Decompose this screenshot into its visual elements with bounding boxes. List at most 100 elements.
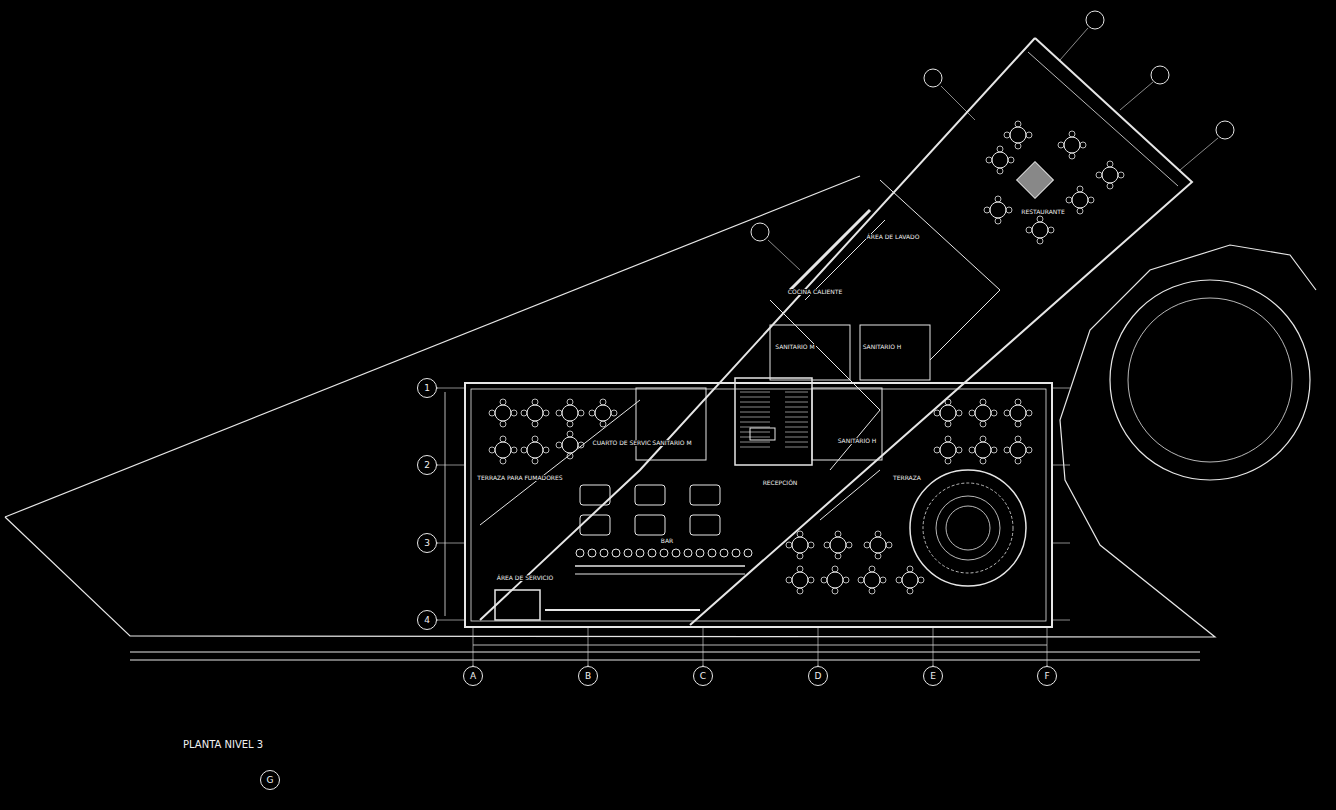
grid-label: A bbox=[470, 672, 476, 681]
bar-stool bbox=[624, 549, 632, 557]
grid-line bbox=[1052, 465, 1070, 466]
stair-tread bbox=[785, 397, 808, 398]
room-label: SANITARIO M bbox=[774, 344, 815, 351]
stair-tread bbox=[785, 427, 808, 428]
table bbox=[896, 566, 924, 594]
kitchen-counter bbox=[790, 210, 870, 290]
grid-bubble: 2 bbox=[417, 455, 437, 475]
room-label: COCINA CALIENTE bbox=[787, 289, 844, 296]
room-label: BAR bbox=[660, 538, 674, 545]
stair-tread bbox=[785, 407, 808, 408]
round-lounge bbox=[910, 470, 1026, 586]
bar-stool bbox=[744, 549, 752, 557]
grid-line bbox=[1047, 627, 1048, 666]
table bbox=[556, 431, 584, 459]
grid-line bbox=[768, 240, 800, 270]
roundabout bbox=[1128, 298, 1292, 462]
grid-label: C bbox=[700, 672, 706, 681]
grid-label: B bbox=[585, 672, 591, 681]
lounge-seat bbox=[580, 515, 610, 535]
bar-stool bbox=[612, 549, 620, 557]
bar-stool bbox=[576, 549, 584, 557]
stair-tread bbox=[740, 407, 770, 408]
table bbox=[1004, 399, 1032, 427]
table bbox=[1066, 186, 1094, 214]
room-label: TERRAZA PARA FUMADORES bbox=[476, 475, 563, 482]
grid-label: 2 bbox=[424, 461, 430, 470]
room-label: RESTAURANTE bbox=[1020, 209, 1065, 216]
grid-line bbox=[473, 627, 474, 666]
stair-tread bbox=[740, 442, 770, 443]
stair-tread bbox=[740, 432, 770, 433]
grid-line bbox=[1120, 82, 1153, 110]
lounge-seat bbox=[635, 515, 665, 535]
grid-label: E bbox=[930, 672, 936, 681]
grid-line bbox=[941, 86, 975, 120]
stair-tread bbox=[740, 392, 770, 393]
bar-stool bbox=[600, 549, 608, 557]
grid-bubble: D bbox=[808, 666, 828, 686]
bar-stool bbox=[732, 549, 740, 557]
room-label: RECEPCIÓN bbox=[762, 480, 799, 487]
building-wall bbox=[471, 389, 1046, 621]
table bbox=[786, 566, 814, 594]
round-lounge bbox=[936, 496, 1000, 560]
room-label: SANITARIO H bbox=[862, 344, 903, 351]
partition-wall bbox=[820, 470, 880, 520]
stair-tread bbox=[785, 437, 808, 438]
partition-wall bbox=[880, 180, 1000, 360]
table bbox=[786, 531, 814, 559]
stair-tread bbox=[740, 417, 770, 418]
grid-label: D bbox=[815, 672, 822, 681]
stair-tread bbox=[740, 402, 770, 403]
table bbox=[821, 566, 849, 594]
wing-wall bbox=[1028, 52, 1178, 186]
grid-bubble: C bbox=[693, 666, 713, 686]
grid-bubble bbox=[751, 223, 769, 241]
table bbox=[556, 399, 584, 427]
grid-bubble: G bbox=[260, 770, 280, 790]
table bbox=[969, 436, 997, 464]
stair-tread bbox=[785, 402, 808, 403]
round-lounge bbox=[923, 483, 1013, 573]
grid-line bbox=[437, 465, 438, 466]
table bbox=[934, 436, 962, 464]
grid-line bbox=[437, 543, 438, 544]
grid-bubble bbox=[1086, 11, 1104, 29]
grid-line bbox=[437, 388, 465, 389]
grid-line bbox=[437, 388, 438, 389]
dimension-line bbox=[445, 392, 446, 616]
bar-stool bbox=[660, 549, 668, 557]
grid-bubble: F bbox=[1037, 666, 1057, 686]
grid-label: F bbox=[1044, 672, 1049, 681]
grid-line bbox=[703, 627, 704, 666]
lounge-seat bbox=[580, 485, 610, 505]
stair-tread bbox=[740, 412, 770, 413]
room-label: TERRAZA bbox=[892, 475, 922, 482]
dimension-line bbox=[473, 645, 1047, 646]
grid-bubble: 1 bbox=[417, 378, 437, 398]
grid-line bbox=[818, 627, 819, 666]
grid-line bbox=[1180, 138, 1218, 170]
grid-label: G bbox=[267, 776, 274, 785]
elevator bbox=[750, 428, 775, 440]
table bbox=[1096, 161, 1124, 189]
service-lift bbox=[495, 590, 540, 620]
table bbox=[969, 399, 997, 427]
table bbox=[984, 196, 1012, 224]
restroom bbox=[770, 325, 850, 380]
bar-counter bbox=[575, 574, 745, 575]
table bbox=[1004, 436, 1032, 464]
service-counter bbox=[545, 609, 700, 611]
grid-line bbox=[1060, 28, 1088, 60]
grid-bubble: 4 bbox=[417, 610, 437, 630]
lounge-seat bbox=[635, 485, 665, 505]
drawing-title: PLANTA NIVEL 3 bbox=[183, 739, 263, 750]
grid-bubble: A bbox=[463, 666, 483, 686]
round-lounge bbox=[946, 506, 990, 550]
roundabout bbox=[1110, 280, 1310, 480]
grid-line bbox=[1052, 620, 1070, 621]
restroom bbox=[860, 325, 930, 380]
bar-stool bbox=[636, 549, 644, 557]
